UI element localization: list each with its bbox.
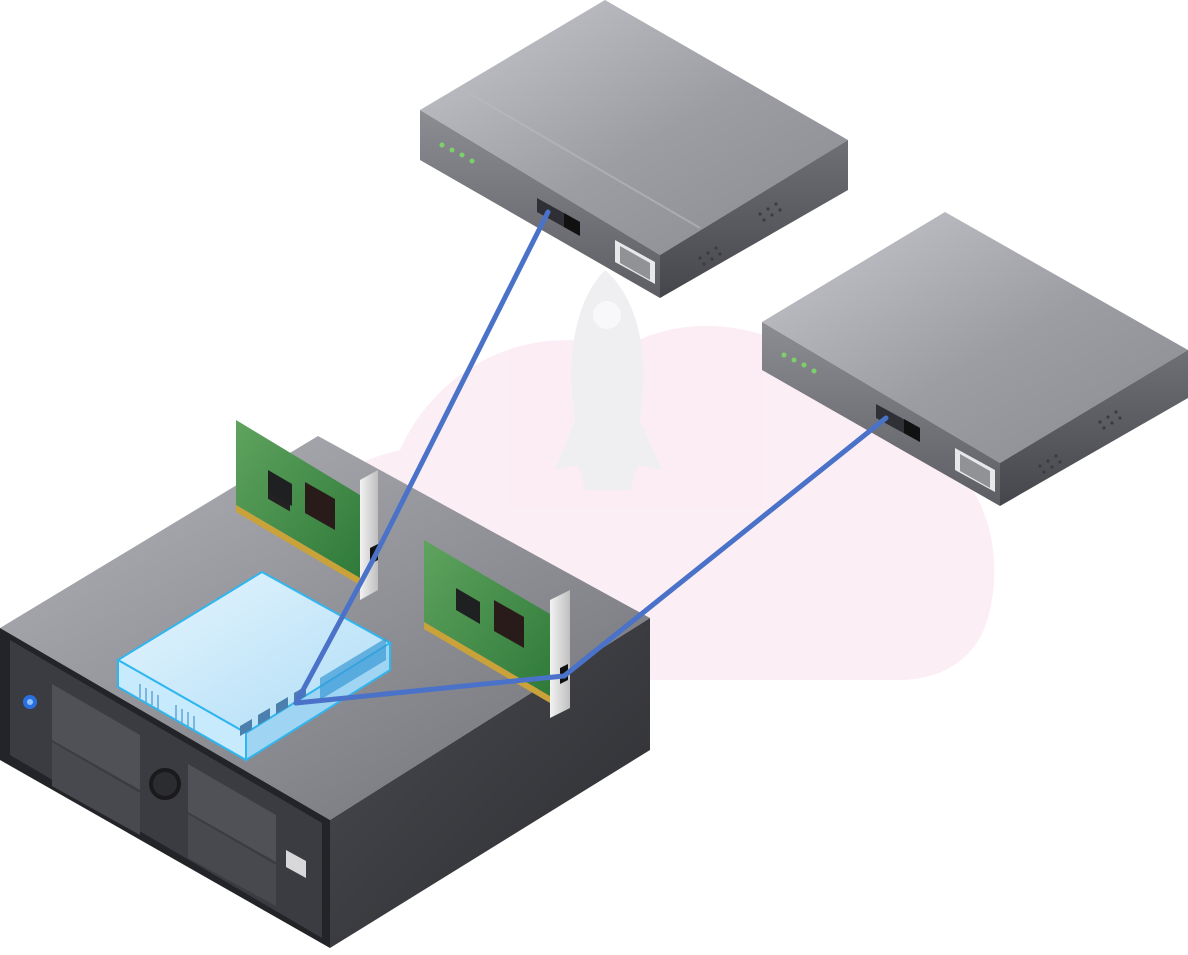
router-right-vent-grille	[1038, 410, 1122, 474]
cable-nic-1-to-router-top	[371, 209, 551, 561]
cable-virtual-switch-to-nic-2	[293, 673, 567, 706]
cable-virtual-switch-to-nic-1	[293, 555, 377, 706]
network-card-1-icon[interactable]	[236, 420, 378, 600]
usb-port-icon	[286, 850, 306, 878]
router-right-icon[interactable]	[762, 212, 1188, 506]
network-card-1-bracket	[360, 470, 378, 600]
router-right-ports	[876, 404, 995, 492]
virtual-switch-vents	[139, 684, 195, 730]
cable-nic-2-to-router-right	[561, 415, 889, 679]
router-top-vent-grille	[698, 202, 782, 266]
router-right-status-leds	[781, 352, 817, 374]
router-top-ports	[537, 198, 655, 284]
server-drive-bays	[52, 684, 276, 906]
network-links	[293, 209, 889, 706]
network-card-2-bracket	[550, 590, 570, 718]
router-top-icon[interactable]	[420, 0, 848, 298]
router-top-status-leds	[439, 142, 475, 164]
power-button-icon[interactable]	[149, 768, 181, 800]
